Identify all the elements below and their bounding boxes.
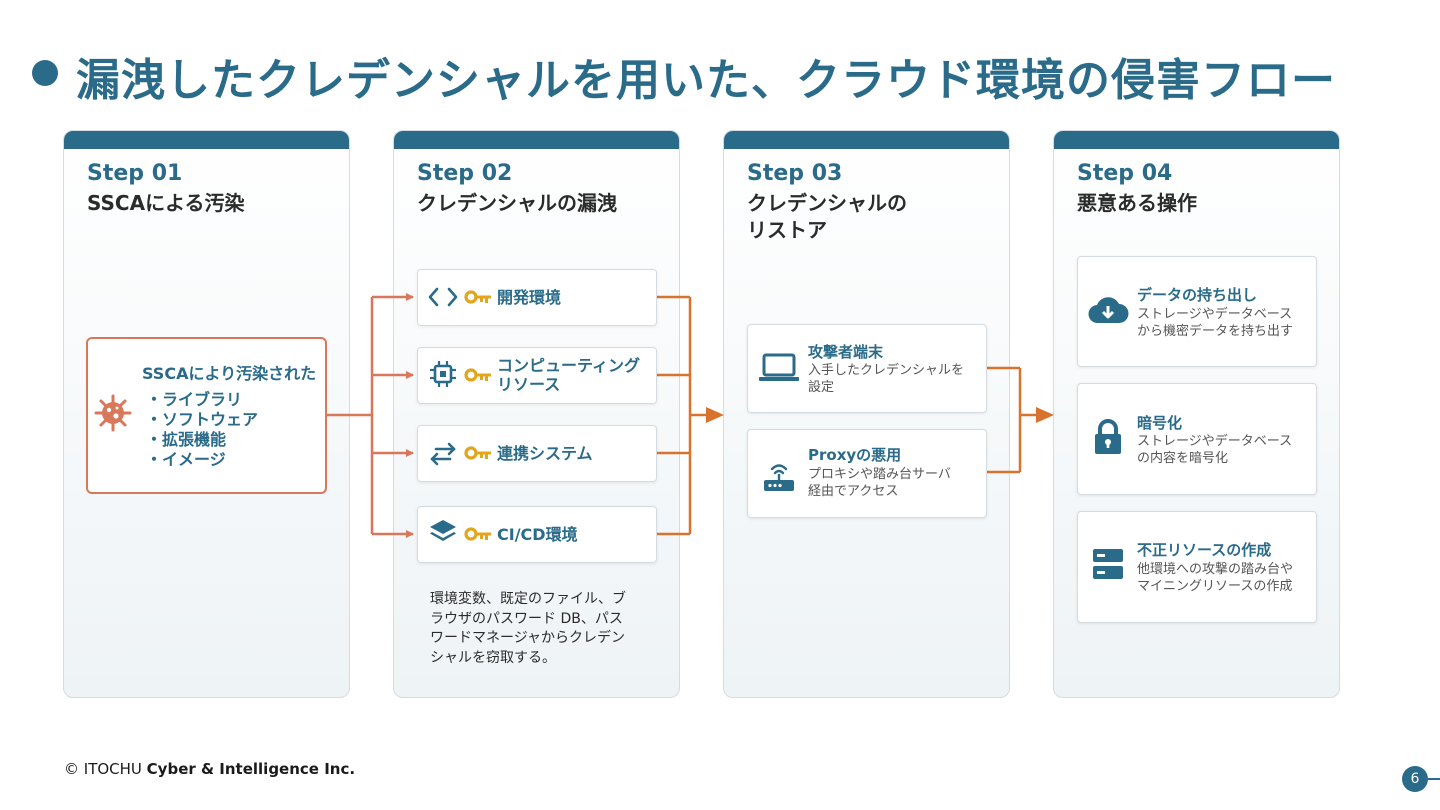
step-02-note: 環境変数、既定のファイル、ブ ラウザのパスワード DB、パス ワードマネージャか… [430,591,626,666]
card-description: ストレージやデータベース の内容を暗号化 [1137,434,1293,466]
card-title: 攻撃者端末 [808,343,884,361]
list-item: ・ソフトウェア [146,410,259,429]
card-title: Proxyの悪用 [808,446,902,464]
list-item: ・拡張機能 [146,430,227,449]
step-04-name: 悪意ある操作 [1077,191,1197,215]
key-icon [464,368,491,382]
list-item: ・イメージ [146,450,226,469]
key-icon [464,527,491,541]
card-description: 他環境への攻撃の踏み台や マイニングリソースの作成 [1137,562,1294,594]
ssca-contamination-box [86,337,327,494]
step-02-column: Step 02 クレデンシャルの漏洩 [393,130,680,698]
step-03-name: クレデンシャルの リストア [747,191,907,242]
card-label: 連携システム [497,444,593,463]
step-02-name: クレデンシャルの漏洩 [417,191,617,215]
card-compute-resources [417,347,657,404]
list-item: ・ライブラリ [146,390,243,409]
key-icon [464,290,491,304]
card-title: 不正リソースの作成 [1137,541,1272,559]
card-label: コンピューティング リソース [497,356,641,394]
step-03-column: Step 03 クレデンシャルの リストア [723,130,1010,698]
cloud-download-icon [1088,297,1129,324]
laptop-icon [759,353,799,381]
footer-copyright: © ITOCHU Cyber & Intelligence Inc. [64,760,356,778]
server-icon [1093,549,1123,579]
card-integrated-systems [417,425,657,482]
code-icon [428,287,458,307]
title-bullet [32,60,58,86]
card-description: 入手したクレデンシャルを 設定 [808,363,965,395]
ssca-item-list: ・ライブラリ ・ソフトウェア ・拡張機能 ・イメージ [146,390,258,470]
step-01-name: SSCAによる汚染 [87,191,245,215]
page-number-rule [1428,778,1440,780]
ssca-title: SSCAにより汚染された [142,364,317,383]
layers-icon [430,520,456,541]
router-icon [764,464,794,491]
card-description: ストレージやデータベース から機密データを持ち出す [1137,307,1294,339]
page-title: 漏洩したクレデンシャルを用いた、クラウド環境の侵害フロー [76,55,1336,106]
card-label: 開発環境 [497,288,562,307]
virus-icon [94,394,132,432]
page-number: 6 [1402,766,1428,792]
step-04-number: Step 04 [1077,161,1173,186]
key-icon [464,446,491,460]
chip-icon [430,361,456,387]
exchange-arrows-icon [430,442,456,466]
card-attacker-terminal [747,324,987,413]
lock-icon [1095,419,1121,454]
card-title: データの持ち出し [1137,286,1258,304]
card-description: プロキシや踏み台サーバ 経由でアクセス [808,467,951,499]
card-title: 暗号化 [1137,414,1183,432]
step-03-number: Step 03 [747,161,843,186]
step-02-number: Step 02 [417,161,513,186]
card-cicd-environment [417,506,657,563]
card-proxy-abuse [747,429,987,518]
card-label: CI/CD環境 [497,525,578,544]
step-01-number: Step 01 [87,161,183,186]
